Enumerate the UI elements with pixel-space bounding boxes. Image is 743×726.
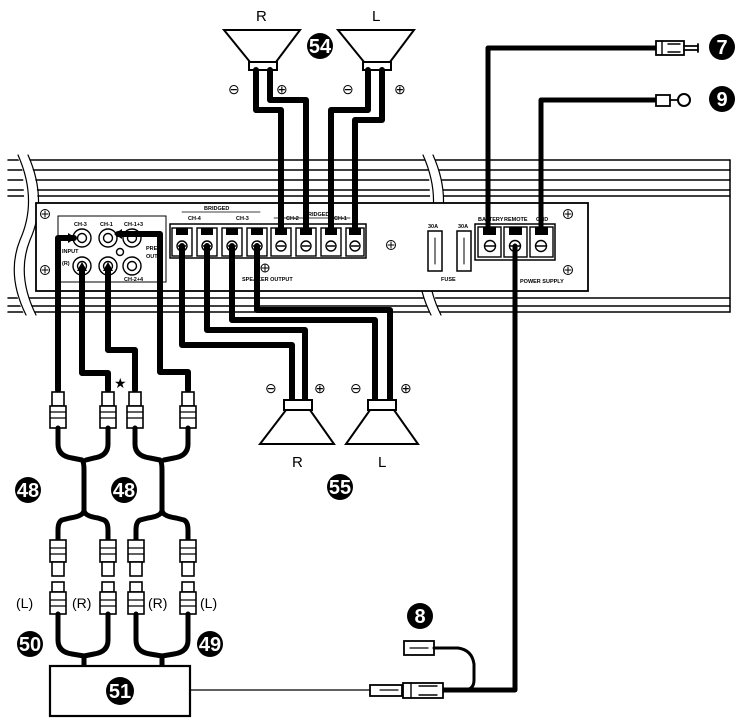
label-terminal-ch1: CH-1 bbox=[334, 216, 347, 222]
label-rca-right-2: (R) bbox=[148, 595, 167, 611]
label-rca-right-1: (R) bbox=[72, 595, 91, 611]
star-mark: ★ bbox=[114, 375, 127, 391]
label-bridged-b: BRIDGED bbox=[304, 212, 329, 218]
label-terminal-ch3: CH-3 bbox=[236, 216, 249, 222]
label-power-supply: POWER SUPPLY bbox=[520, 279, 564, 285]
ground-ring-connector bbox=[655, 93, 691, 107]
rear-right-speaker: R bbox=[257, 399, 336, 471]
label-rca-left-1: (L) bbox=[16, 595, 33, 611]
callout-9-marker: 9 bbox=[709, 86, 735, 112]
front-left-speaker: L bbox=[335, 8, 416, 71]
callout-49: 49 bbox=[199, 634, 221, 656]
callout-48a-marker: 48 bbox=[15, 477, 41, 503]
label-rca-left-2: (L) bbox=[200, 595, 217, 611]
polarity-plus-rr: ⊕ bbox=[314, 380, 326, 396]
polarity-plus-fr: ⊕ bbox=[276, 81, 288, 97]
rca-y-cables bbox=[49, 391, 197, 669]
power-wires bbox=[437, 45, 659, 693]
speaker-label-rear-left: L bbox=[378, 454, 386, 471]
speaker-label-front-left: L bbox=[372, 8, 380, 25]
label-remote: REMOTE bbox=[504, 217, 528, 223]
callout-54: 54 bbox=[309, 36, 332, 58]
label-input: INPUT bbox=[62, 249, 79, 255]
label-ch3: CH-3 bbox=[74, 222, 87, 228]
label-out: OUT bbox=[146, 254, 158, 260]
callout-55-marker: 55 bbox=[327, 474, 353, 500]
callout-55: 55 bbox=[329, 477, 351, 499]
label-bridged-a: BRIDGED bbox=[204, 206, 229, 212]
label-pre: PRE bbox=[146, 246, 158, 252]
label-fuse: FUSE bbox=[441, 277, 456, 283]
label-fuse-30a-2: 30A bbox=[458, 224, 468, 230]
label-terminal-ch4: CH-4 bbox=[188, 216, 202, 222]
amplifier: CH-3 CH-1 CH-1+3 INPUT (R) PRE OUT CH-2+… bbox=[7, 152, 731, 318]
callout-9: 9 bbox=[716, 89, 727, 111]
rear-left-speaker: L bbox=[344, 399, 420, 471]
label-speaker-output: SPEAKER OUTPUT bbox=[242, 277, 293, 283]
polarity-plus-rl: ⊕ bbox=[400, 380, 412, 396]
label-ch1: CH-1 bbox=[100, 222, 113, 228]
label-ch24: CH-2+4 bbox=[124, 277, 144, 283]
label-input-r: (R) bbox=[62, 261, 70, 267]
rca-input-wires bbox=[55, 229, 191, 393]
front-speaker-wires bbox=[253, 67, 385, 233]
callout-50-marker: 50 bbox=[17, 631, 43, 657]
front-right-speaker: R bbox=[221, 8, 302, 71]
callout-48-b: 48 bbox=[113, 480, 135, 502]
polarity-plus-fl: ⊕ bbox=[394, 81, 406, 97]
rear-speaker-wires bbox=[179, 243, 393, 403]
callout-48b-marker: 48 bbox=[111, 477, 137, 503]
remote-lead bbox=[189, 640, 476, 699]
callout-8: 8 bbox=[414, 606, 425, 628]
callout-50: 50 bbox=[19, 634, 41, 656]
polarity-minus-fr: ⊖ bbox=[228, 81, 240, 97]
callout-48-a: 48 bbox=[17, 480, 39, 502]
callout-51: 51 bbox=[109, 681, 131, 703]
polarity-minus-rl: ⊖ bbox=[350, 380, 362, 396]
polarity-minus-fl: ⊖ bbox=[342, 81, 354, 97]
speaker-label-rear-right: R bbox=[292, 454, 303, 471]
label-ch13: CH-1+3 bbox=[124, 222, 143, 228]
callout-7: 7 bbox=[716, 37, 727, 59]
callout-7-marker: 7 bbox=[709, 34, 735, 60]
polarity-minus-rr: ⊖ bbox=[265, 380, 277, 396]
battery-connector bbox=[655, 40, 699, 56]
callout-54-marker: 54 bbox=[307, 33, 333, 59]
source-unit: 51 bbox=[48, 664, 192, 718]
label-terminal-ch2: CH-2 bbox=[286, 216, 299, 222]
label-fuse-30a-1: 30A bbox=[428, 224, 438, 230]
speaker-label-front-right: R bbox=[256, 8, 267, 25]
callout-8-marker: 8 bbox=[407, 603, 433, 629]
label-battery: BATTERY bbox=[478, 217, 504, 223]
callout-49-marker: 49 bbox=[197, 631, 223, 657]
